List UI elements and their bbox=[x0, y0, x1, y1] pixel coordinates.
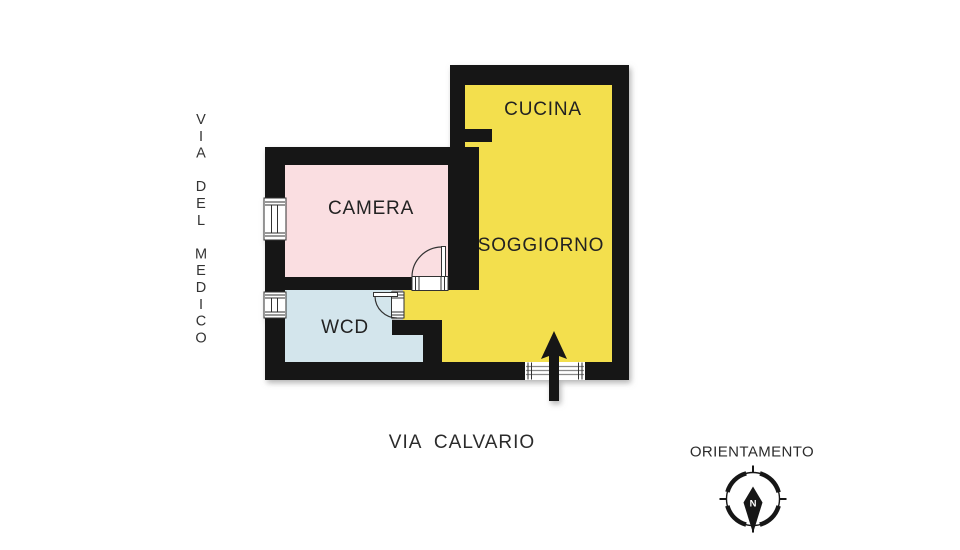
room-label-cucina: CUCINA bbox=[504, 99, 582, 120]
room-label-camera: CAMERA bbox=[327, 198, 415, 219]
street-label-via-del-medico: VIA DEL MEDICO bbox=[193, 112, 209, 348]
window-bedroom-icon bbox=[263, 197, 287, 241]
room-bedroom-floor bbox=[285, 165, 448, 277]
compass-needle-icon bbox=[743, 486, 763, 533]
entrance-arrow-icon bbox=[541, 331, 567, 401]
walls bbox=[265, 65, 629, 380]
room-label-wcd: WCD bbox=[321, 317, 369, 338]
compass-rose-icon: N bbox=[719, 465, 787, 533]
room-label-soggiorno: SOGGIORNO bbox=[477, 235, 605, 256]
room-kitchen-living-floor bbox=[403, 85, 612, 362]
street-label-via-calvario: VIA CALVARIO bbox=[388, 432, 536, 453]
compass-north-label: N bbox=[750, 499, 757, 510]
room-bathroom-floor bbox=[285, 290, 423, 362]
window-bathroom-icon bbox=[263, 291, 287, 319]
orientation-title: ORIENTAMENTO bbox=[689, 443, 815, 461]
door-bathroom-icon bbox=[373, 291, 405, 319]
door-bedroom-icon bbox=[411, 246, 449, 291]
